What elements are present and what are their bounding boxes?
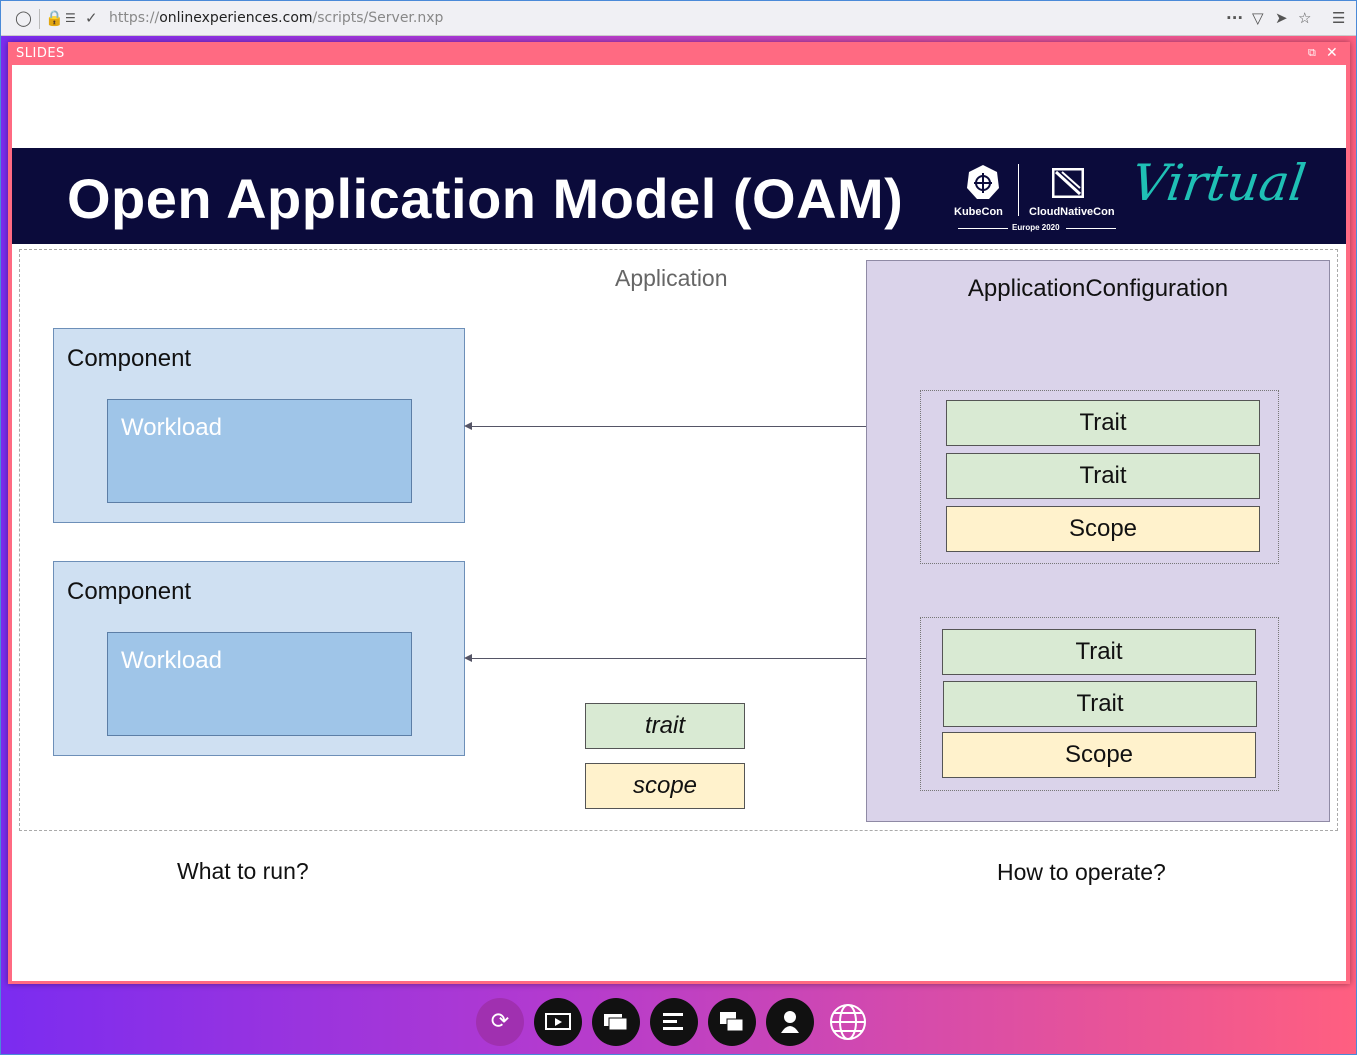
reference-arrow [471, 426, 920, 427]
application-label: Application [615, 265, 728, 291]
arrow-head [464, 422, 472, 430]
component-box: Component Workload [53, 328, 465, 523]
shield-icon[interactable]: ◯ [15, 9, 32, 27]
kubecon-label: KubeCon [954, 206, 1003, 218]
url-bar[interactable]: https://onlinexperiences.com/scripts/Ser… [109, 10, 443, 26]
event-label: Europe 2020 [1012, 223, 1060, 232]
virtual-wordmark: Virtual [1127, 154, 1310, 212]
profile-glyph [781, 1011, 799, 1033]
kubernetes-icon [967, 165, 999, 199]
trait-box: Trait [946, 453, 1260, 499]
bookmark-star-icon[interactable]: ☆ [1298, 9, 1312, 27]
screen-glyph [545, 1013, 571, 1030]
trait-group: Trait Trait Scope [920, 390, 1279, 564]
trait-group: Trait Trait Scope [920, 617, 1279, 791]
browser-toolbar: ◯ 🔒 ☰ ✓ https://onlinexperiences.com/scr… [1, 1, 1356, 36]
question-right: How to operate? [997, 859, 1166, 885]
reference-arrow [471, 658, 920, 659]
trait-box: Trait [946, 400, 1260, 446]
scope-box: Scope [946, 506, 1260, 552]
workload-label: Workload [121, 647, 222, 674]
refresh-icon[interactable]: ⟳ [476, 998, 524, 1046]
tracking-icon[interactable]: ✓ [85, 9, 98, 27]
arrow-head [464, 654, 472, 662]
agenda-glyph [663, 1013, 683, 1030]
more-icon[interactable]: ··· [1226, 9, 1244, 27]
chat-icon[interactable] [592, 998, 640, 1046]
toolbar-divider [39, 9, 40, 29]
close-icon[interactable]: ✕ [1326, 45, 1338, 61]
workload-label: Workload [121, 414, 222, 441]
tag-icon[interactable]: ➤ [1275, 9, 1288, 27]
globe-glyph [830, 1004, 866, 1040]
profile-icon[interactable] [766, 998, 814, 1046]
workload-box: Workload [107, 399, 412, 503]
agenda-icon[interactable] [650, 998, 698, 1046]
component-label: Component [67, 345, 192, 372]
qa-icon[interactable] [708, 998, 756, 1046]
legend-scope: scope [585, 763, 745, 809]
application-configuration-box: ApplicationConfiguration Trait Trait Sco… [866, 260, 1330, 822]
slide: Open Application Model (OAM) KubeCon Clo… [12, 65, 1346, 981]
pocket-icon[interactable]: ▽ [1252, 9, 1264, 27]
permissions-icon[interactable]: ☰ [65, 11, 76, 25]
cncf-icon [1052, 168, 1084, 198]
logo-rule [1066, 228, 1116, 229]
logo-divider [1018, 164, 1019, 216]
workload-box: Workload [107, 632, 412, 736]
chat-glyph [604, 1014, 628, 1031]
slide-title: Open Application Model (OAM) [67, 167, 904, 230]
logo-rule [958, 228, 1008, 229]
url-path: /scripts/Server.nxp [312, 10, 444, 26]
slide-banner: Open Application Model (OAM) KubeCon Clo… [12, 148, 1346, 244]
screen-icon[interactable] [534, 998, 582, 1046]
application-boundary [19, 249, 1338, 831]
qa-glyph [720, 1012, 744, 1032]
globe-icon[interactable] [824, 998, 872, 1046]
trait-box: Trait [943, 681, 1257, 727]
legend-trait: trait [585, 703, 745, 749]
restore-icon[interactable]: ⧉ [1308, 46, 1316, 59]
lock-icon[interactable]: 🔒 [45, 9, 64, 27]
cloudnativecon-label: CloudNativeCon [1029, 206, 1115, 218]
trait-box: Trait [942, 629, 1256, 675]
window-title: SLIDES [16, 46, 65, 61]
scope-box: Scope [942, 732, 1256, 778]
event-logo: KubeCon CloudNativeCon Europe 2020 [954, 162, 1124, 234]
component-box: Component Workload [53, 561, 465, 756]
slides-window: SLIDES ⧉ ✕ Open Application Model (OAM) … [8, 42, 1350, 984]
component-label: Component [67, 578, 192, 605]
application-configuration-label: ApplicationConfiguration [967, 275, 1229, 302]
menu-icon[interactable]: ☰ [1332, 9, 1346, 27]
url-prefix: https:// [109, 10, 160, 26]
url-domain: onlinexperiences.com [159, 10, 313, 26]
question-left: What to run? [177, 858, 309, 884]
